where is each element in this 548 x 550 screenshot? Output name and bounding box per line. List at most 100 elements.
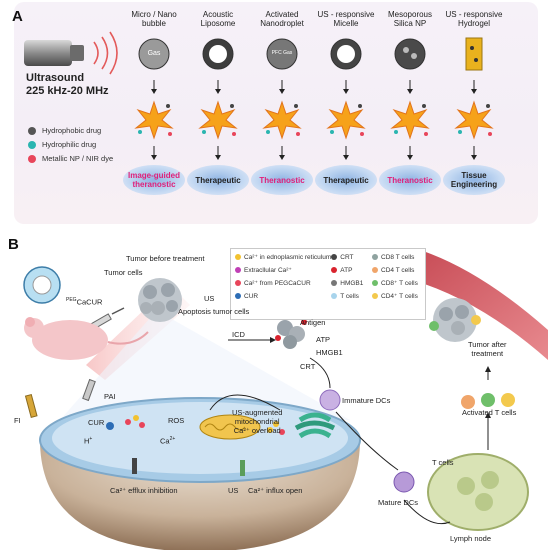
column-outcome: Theranostic <box>259 176 305 185</box>
tumor-cluster <box>138 278 182 322</box>
carrier-icon <box>330 38 362 70</box>
legend-item: Ca²⁺ in ednoplasmic reticulum <box>235 253 331 261</box>
legend-dot-icon <box>372 293 379 299</box>
down-arrow-icon <box>215 80 221 94</box>
column-outcome: Therapeutic <box>323 176 369 185</box>
influx-channel-icon <box>240 460 245 476</box>
label-lymph-node: Lymph node <box>450 534 492 543</box>
label-tumor-before: Tumor before treatment <box>126 254 205 263</box>
carrier-icon <box>266 38 298 70</box>
label-antigen: Antigen <box>300 318 326 327</box>
fi-probe-icon <box>24 393 38 418</box>
panel-b-letter: B <box>8 236 19 253</box>
down-arrow-icon <box>471 80 477 94</box>
ca-particles <box>106 415 285 435</box>
down-arrow-icon <box>471 146 477 160</box>
legend-item: ATP <box>331 266 372 274</box>
legend-dot-icon <box>331 254 338 260</box>
label-influx: Ca²⁺ influx open <box>248 486 303 495</box>
label-hmgb1: HMGB1 <box>316 348 343 357</box>
cell-interior <box>52 402 348 474</box>
legend-item: Hydrophobic drug <box>28 126 113 135</box>
legend-item: CD4⁺ T cells <box>372 292 421 300</box>
label-fi: FI <box>14 416 21 425</box>
lymph-node-icon <box>427 453 529 531</box>
legend-dot-icon <box>28 126 36 135</box>
outcome-ellipse <box>123 165 185 195</box>
antigen-cluster <box>275 319 307 349</box>
mitochondrion-icon <box>199 414 261 440</box>
outcome-ellipse <box>315 165 377 195</box>
burst-icon <box>134 100 174 140</box>
legend-item: HMGB1 <box>331 279 372 287</box>
legend-item: CRT <box>331 253 372 261</box>
legend-dot-icon <box>331 280 338 286</box>
outcome-ellipse <box>187 165 249 195</box>
label-caucr: PEGCaCUR <box>66 297 103 307</box>
carrier-icon <box>138 38 170 70</box>
tumor-after-cluster <box>429 298 481 342</box>
carrier-icon <box>202 38 234 70</box>
label-us-top: US <box>204 294 215 303</box>
label-ros: ROS <box>168 416 185 425</box>
label-tumor-cells: Tumor cells <box>104 268 143 277</box>
down-arrow-icon <box>151 80 157 94</box>
blood-vessel-icon <box>412 250 548 360</box>
outcome-ellipse <box>443 165 505 195</box>
down-arrow-icon <box>151 146 157 160</box>
legend-item: CD8 T cells <box>372 253 421 261</box>
down-arrow-icon <box>407 80 413 94</box>
label-crt: CRT <box>300 362 316 371</box>
zoom-cone <box>60 318 350 420</box>
endoplasmic-reticulum-icon <box>294 412 336 439</box>
immature-dc-icon <box>319 389 341 411</box>
legend-item: CD4 T cells <box>372 266 421 274</box>
label-atp: ATP <box>316 335 331 344</box>
panel-b-illustration <box>23 250 548 550</box>
burst-icon <box>262 100 302 140</box>
legend-dot-icon <box>28 140 36 149</box>
burst-icon <box>390 100 430 140</box>
label-icd: ICD <box>232 330 245 339</box>
label-pai: PAI <box>104 392 116 401</box>
column-outcome: Theranostic <box>387 176 433 185</box>
panel-a-letter: A <box>12 8 23 25</box>
label-us-bottom: US <box>228 486 239 495</box>
label-activated-t: Activated T cells <box>462 408 517 417</box>
outcome-ellipse <box>379 165 441 195</box>
label-h-plus: H+ <box>84 436 93 446</box>
outcome-ellipse <box>251 165 313 195</box>
mouse-icon <box>24 317 149 360</box>
burst-icon <box>326 100 366 140</box>
carrier-icon <box>394 38 426 70</box>
ultrasound-title: Ultrasound 225 kHz-20 MHz <box>26 72 109 97</box>
legend-dot-icon <box>331 293 338 299</box>
legend-dot-icon <box>331 267 338 273</box>
efflux-channel-icon <box>132 458 137 474</box>
label-mature-dcs: Mature DCs <box>378 498 419 507</box>
legend-item: T cells <box>331 292 372 300</box>
legend-dot-icon <box>235 254 241 260</box>
activated-t-cell-icon <box>481 393 495 407</box>
label-apoptosis: Apoptosis tumor cells <box>178 307 250 316</box>
pai-probe-icon <box>82 378 96 402</box>
down-arrow-icon <box>407 146 413 160</box>
legend-dot-icon <box>372 267 379 273</box>
legend-dot-icon <box>235 280 241 286</box>
mature-dc-icon <box>393 471 415 493</box>
legend-dot-icon <box>372 280 379 286</box>
label-cur: CUR <box>88 418 105 427</box>
legend-item: Metallic NP / NIR dye <box>28 154 113 163</box>
legend-item: Hydrophilic drug <box>28 140 113 149</box>
legend-item: Ca²⁺ from PEGCaCUR <box>235 279 331 287</box>
burst-icon <box>454 100 494 140</box>
